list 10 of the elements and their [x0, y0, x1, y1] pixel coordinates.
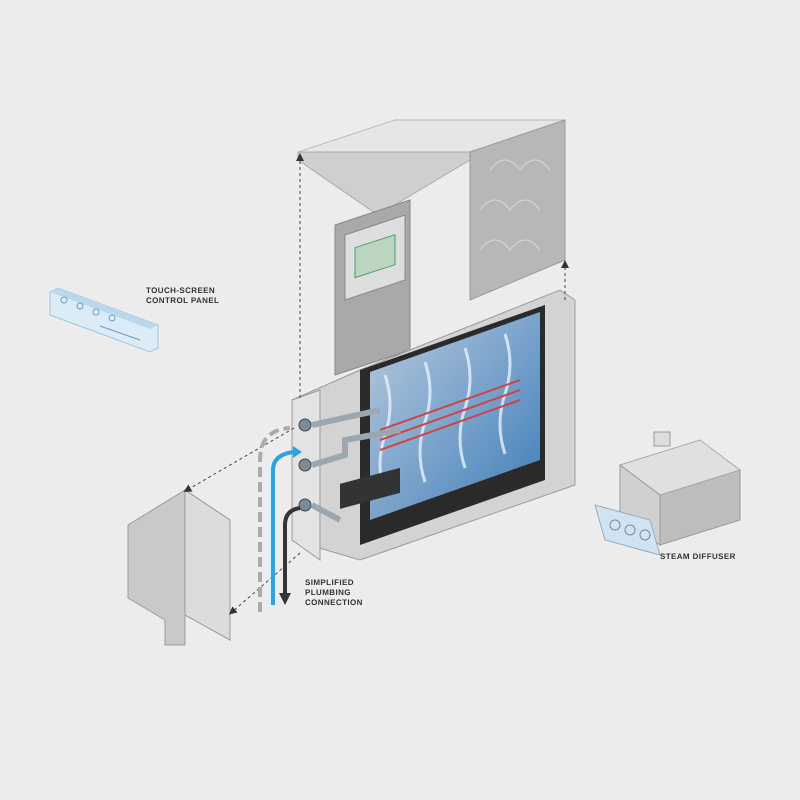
- assembly-arrow: [228, 552, 300, 615]
- assembly-arrow: [296, 153, 304, 398]
- cover-panel-drawing: [128, 489, 230, 646]
- steam-generator-drawing: [292, 289, 576, 561]
- hood-drawing: [298, 119, 566, 301]
- assembly-arrow: [561, 260, 569, 300]
- assembly-arrow: [184, 428, 294, 492]
- part-label: SIMPLIFIED PLUMBING CONNECTION: [305, 578, 364, 608]
- part-label: STEAM DIFFUSER: [660, 552, 737, 562]
- part-label: TOUCH-SCREEN CONTROL PANEL: [146, 286, 220, 306]
